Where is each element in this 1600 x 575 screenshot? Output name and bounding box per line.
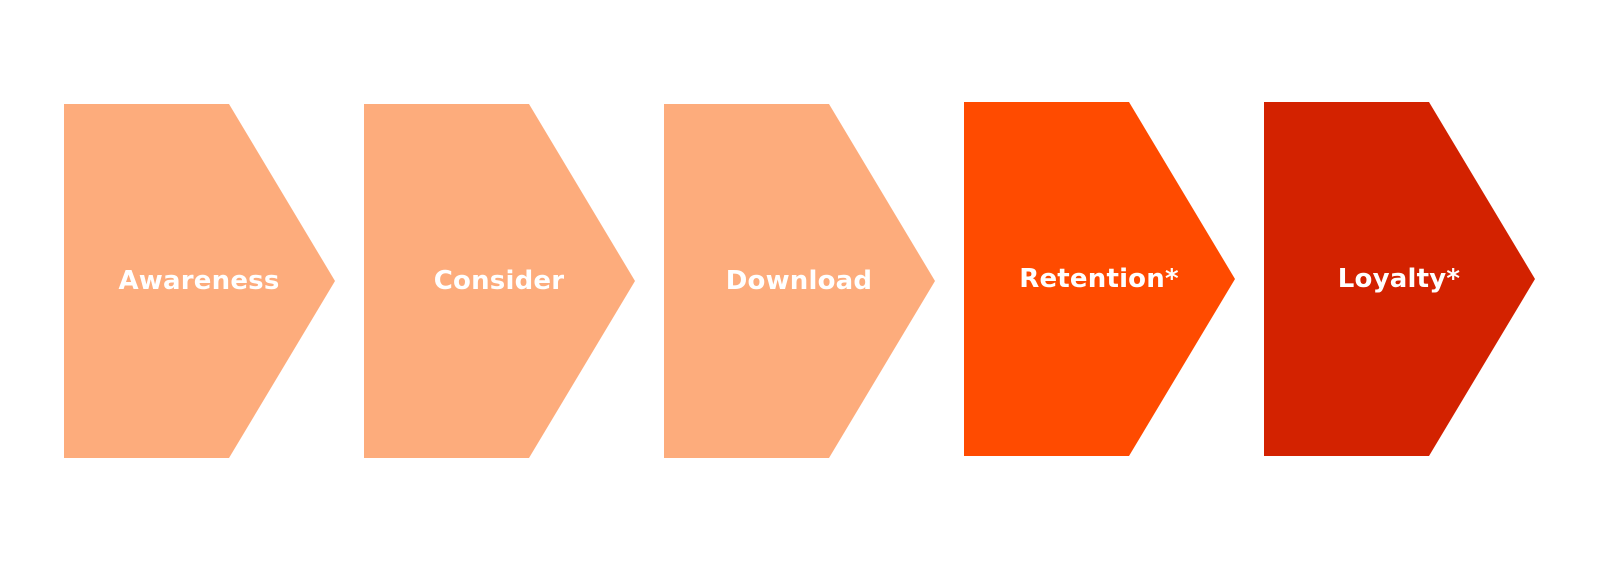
step-label-awareness: Awareness	[118, 266, 280, 296]
step-retention: Retention*	[964, 102, 1235, 456]
step-awareness: Awareness	[64, 104, 335, 458]
step-consider: Consider	[364, 104, 635, 458]
chevron-download	[664, 104, 935, 458]
step-download: Download	[664, 104, 935, 458]
chevron-loyalty	[1264, 102, 1535, 456]
step-label-retention: Retention*	[1019, 264, 1179, 294]
chevron-consider	[364, 104, 635, 458]
step-label-download: Download	[725, 266, 873, 296]
chevron-shape-loyalty	[1264, 102, 1535, 456]
chevron-retention	[964, 102, 1235, 456]
step-loyalty: Loyalty*	[1264, 102, 1535, 456]
chevron-shape-awareness	[64, 104, 335, 458]
step-label-loyalty: Loyalty*	[1337, 264, 1461, 294]
chevron-awareness	[64, 104, 335, 458]
step-label-consider: Consider	[433, 266, 565, 296]
chevron-shape-consider	[364, 104, 635, 458]
chevron-shape-retention	[964, 102, 1235, 456]
chevron-shape-download	[664, 104, 935, 458]
